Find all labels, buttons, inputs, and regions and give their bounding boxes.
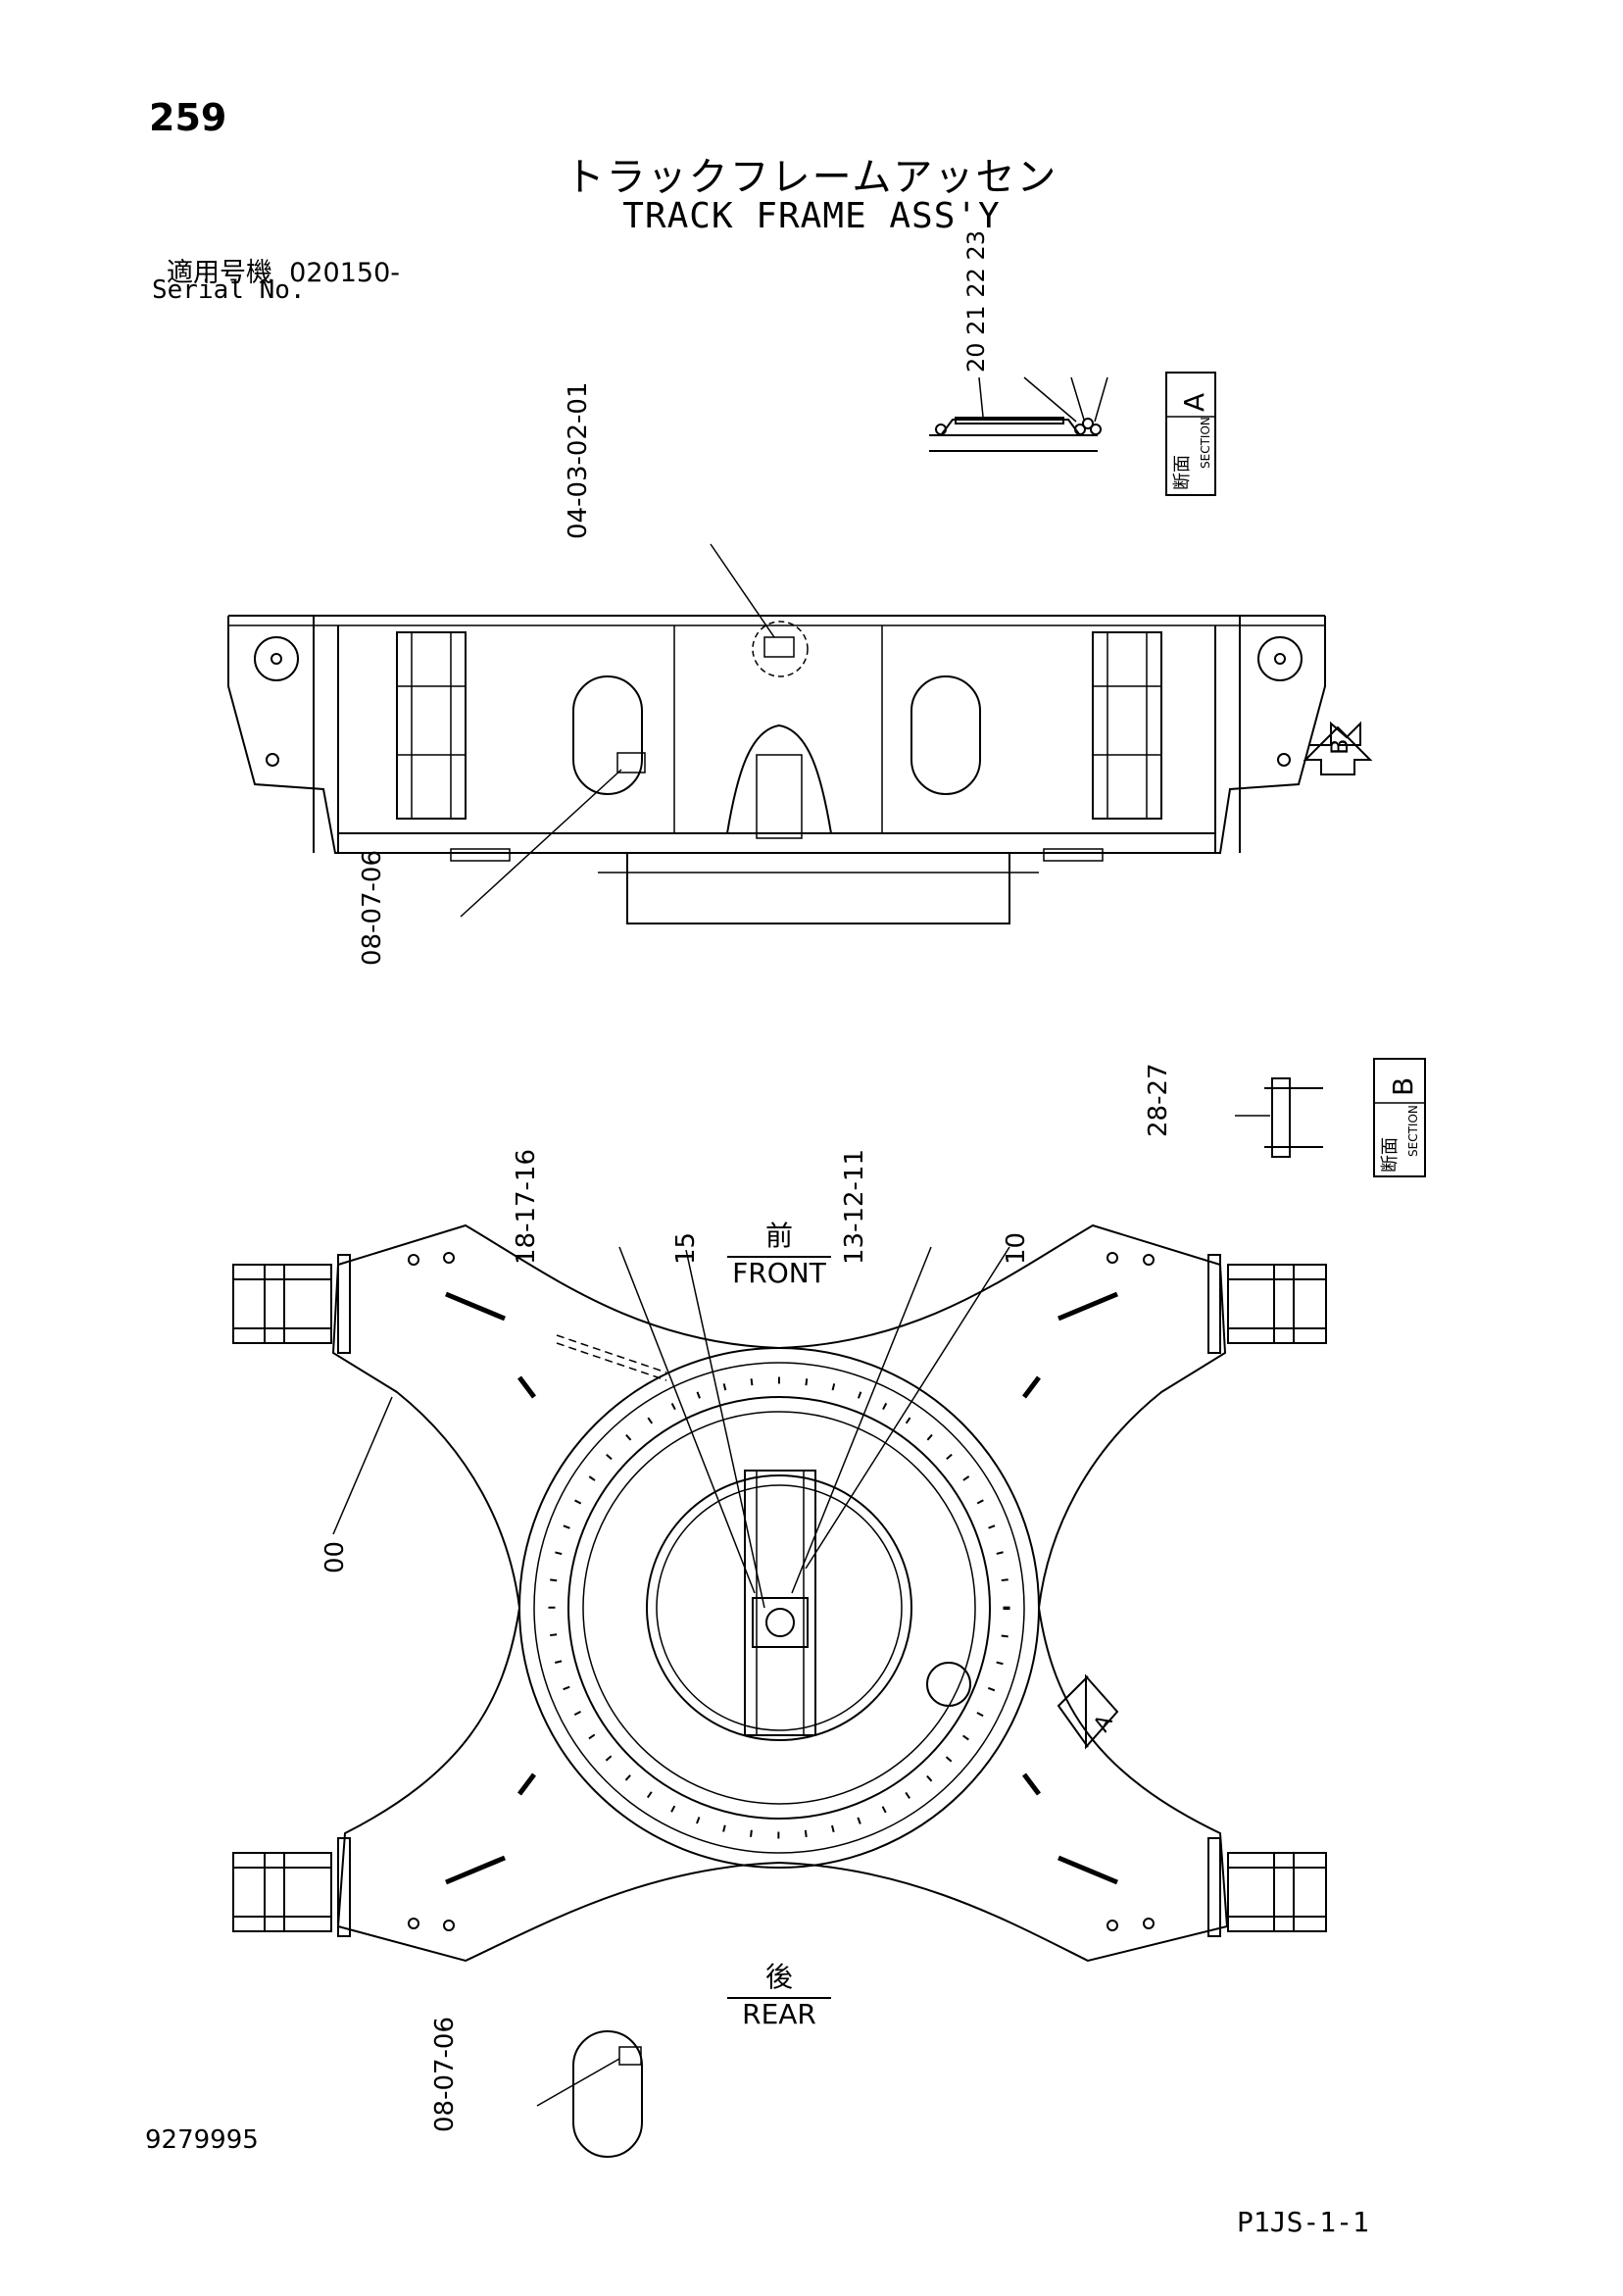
serial-label-en: Serial No. [152, 275, 306, 305]
side-view-bottom-callout: 08-07-06 [358, 850, 387, 966]
front-label-ja: 前 [765, 1220, 793, 1252]
side-view: B 04-03-02-01 08-07-06 [227, 382, 1373, 966]
front-label-en: FRONT [732, 1257, 827, 1289]
serial-value: 020150- [289, 258, 400, 288]
drawing-number: 9279995 [145, 2125, 259, 2155]
detail-bottom-callout: 08-07-06 [430, 2017, 460, 2132]
title-english: TRACK FRAME ASS'Y [622, 196, 1001, 236]
plan-callout-15: 15 [671, 1232, 701, 1265]
page-number: 259 [149, 96, 227, 139]
plan-callout-left-group: 18-17-16 [512, 1149, 541, 1265]
plan-callout-10: 10 [1002, 1232, 1031, 1265]
view-b-arrow-letter: B [1326, 739, 1353, 755]
rear-label-ja: 後 [765, 1961, 793, 1993]
side-view-top-callout: 04-03-02-01 [564, 382, 593, 539]
section-a-detail: 20 21 22 23 A 断面 SECTION [929, 230, 1216, 496]
plan-callout-right-group: 13-12-11 [840, 1149, 869, 1265]
bottom-detail: 08-07-06 [430, 2017, 643, 2158]
section-a-label-ja: 断面 [1172, 455, 1193, 490]
page-code: P1JS-1-1 [1237, 2206, 1369, 2238]
rear-label-en: REAR [742, 1998, 816, 2030]
section-a-letter: A [1178, 393, 1210, 412]
section-a-label-en: SECTION [1199, 417, 1212, 469]
section-b-letter: B [1387, 1077, 1419, 1096]
plan-callout-00: 00 [320, 1541, 350, 1573]
section-b-detail: 28-27 B 断面 SECTION [1144, 1058, 1426, 1177]
title-japanese: トラックフレームアッセン [565, 155, 1058, 200]
section-b-callout: 28-27 [1144, 1063, 1173, 1137]
section-b-label-en: SECTION [1406, 1105, 1420, 1157]
serial-label-ja: 適用号機 [167, 258, 272, 288]
serial-applicability: 適用号機 020150- [167, 251, 400, 289]
plan-view: 18-17-16 15 13-12-11 10 00 A 前 FRONT 後 R… [232, 1149, 1327, 2030]
section-a-callout-text: 20 21 22 23 [962, 230, 990, 373]
section-b-label-ja: 断面 [1380, 1137, 1401, 1173]
